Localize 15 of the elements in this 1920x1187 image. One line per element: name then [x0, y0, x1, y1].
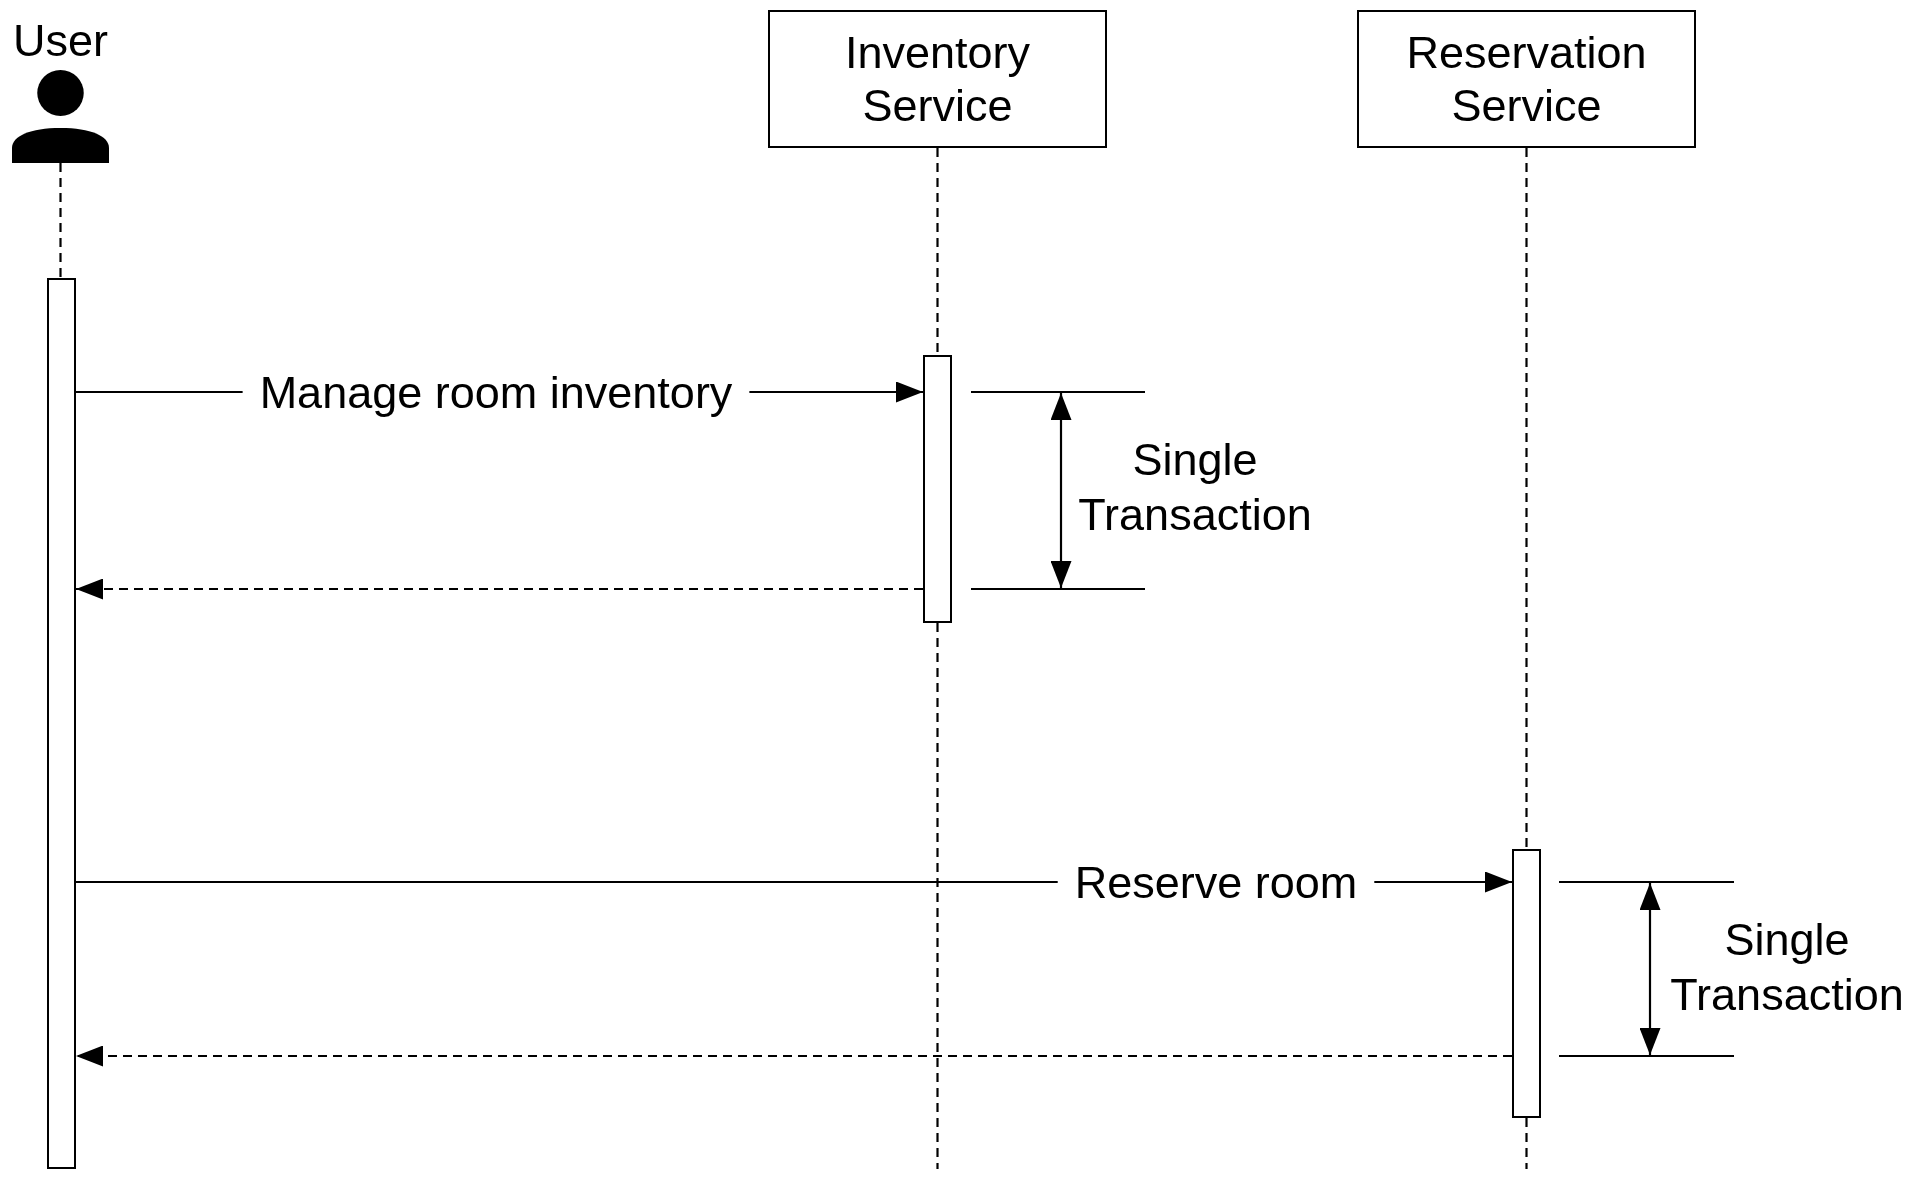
annotation-label: Single Transaction: [1670, 913, 1904, 1022]
participant-box: Reservation Service: [1357, 10, 1696, 148]
return-arrow: [76, 1045, 1512, 1067]
annotation-label: Single Transaction: [1078, 433, 1312, 542]
activation-bar: [1512, 849, 1541, 1118]
lifeline: [936, 148, 939, 355]
lifeline: [59, 163, 62, 278]
lifeline: [1525, 148, 1528, 849]
return-arrow: [76, 578, 923, 600]
lifeline: [936, 623, 939, 1169]
actor-label: User: [13, 17, 108, 65]
lifeline: [1525, 1118, 1528, 1169]
participant-box: Inventory Service: [768, 10, 1107, 148]
activation-bar: [47, 278, 76, 1169]
activation-bar: [923, 355, 952, 623]
